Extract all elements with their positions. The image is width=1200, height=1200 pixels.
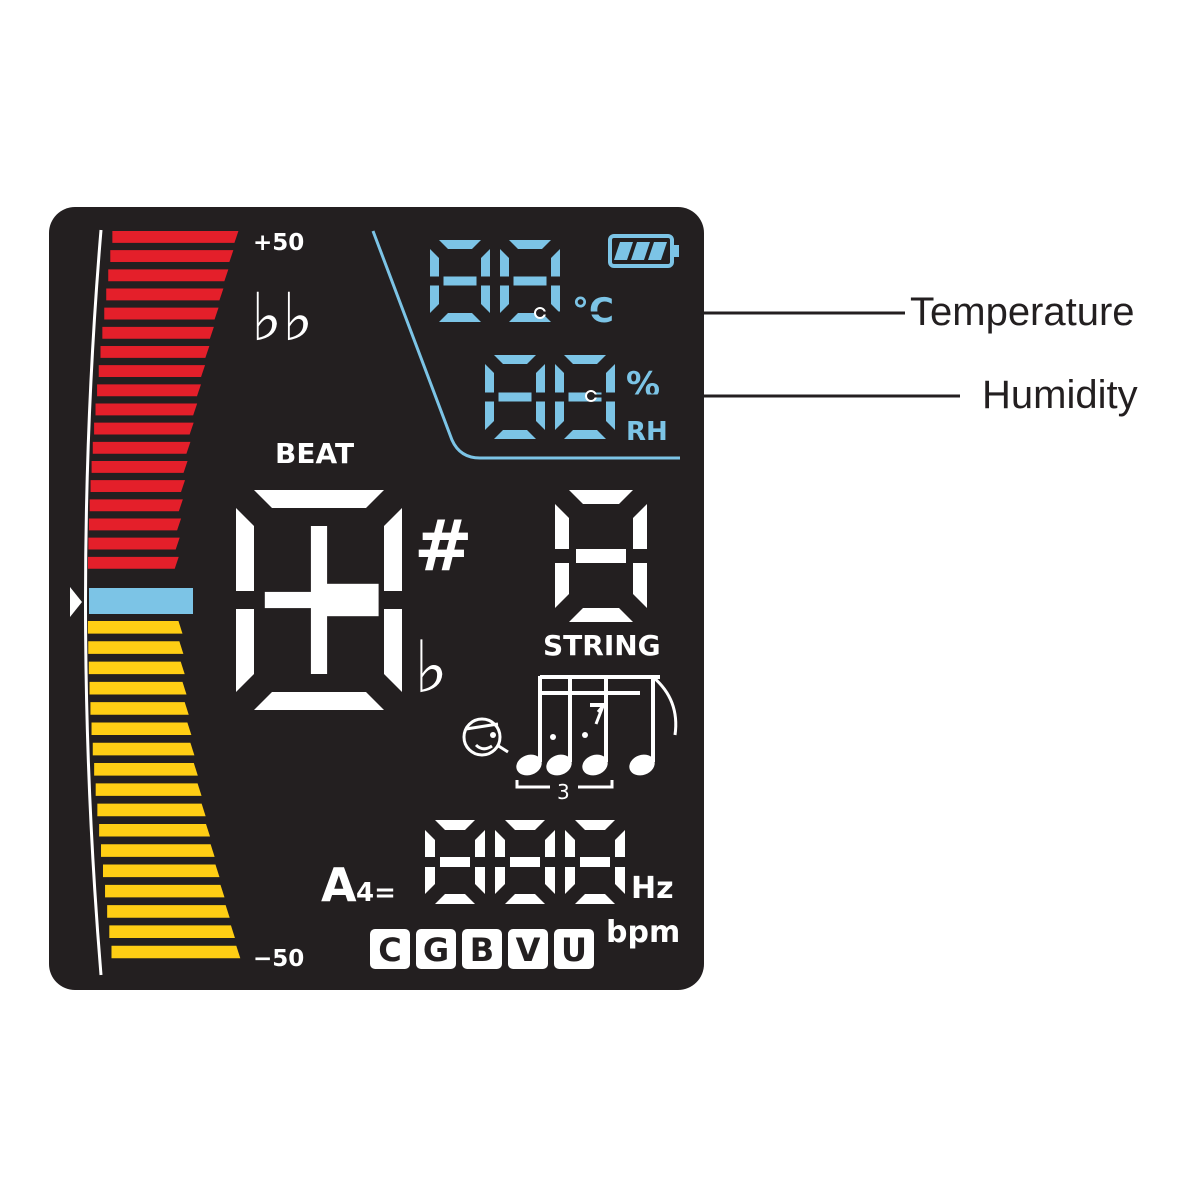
meter-guide-arc (84, 229, 103, 976)
a4-label: A (321, 858, 357, 912)
meter-bar-flat (102, 864, 220, 878)
meter-bar-sharp (94, 422, 194, 435)
meter-bar-flat (99, 823, 211, 837)
meter-bar-flat (92, 742, 195, 756)
meter-bar-sharp (88, 537, 180, 550)
segment-digit (500, 240, 560, 322)
meter-bar-flat (95, 783, 202, 796)
mode-badge-u: U (554, 929, 594, 969)
meter-bar-sharp (95, 403, 198, 416)
meter-bar-flat (111, 945, 241, 959)
mode-badge-label: U (561, 931, 587, 969)
mode-badge-label: C (378, 931, 401, 969)
segment-digit (555, 355, 615, 439)
meter-bar-sharp (91, 461, 188, 473)
meter-bar-flat (89, 681, 187, 695)
meter-bar-flat (88, 641, 184, 654)
segment-digit (495, 820, 555, 904)
meter-bar-flat (91, 722, 192, 736)
meter-bar-sharp (88, 518, 182, 531)
meter-bar-flat (88, 661, 185, 675)
meter-bar-flat (90, 702, 189, 715)
temperature-digits (430, 240, 560, 322)
segment-digit (555, 490, 647, 622)
triplet-label: 3 (557, 780, 570, 804)
meter-bar-flat (107, 905, 230, 918)
meter-bar-sharp (92, 441, 191, 454)
battery-icon (608, 234, 679, 268)
meter-bottom-label: −50 (253, 946, 304, 972)
meter-bar-flat (87, 621, 183, 634)
meter-bar-sharp (106, 288, 224, 301)
meter-bar-flat (97, 803, 206, 817)
rhythm-notes-icon (515, 675, 678, 789)
meter-bar-sharp (98, 365, 206, 378)
meter-bar-flat (109, 925, 235, 938)
meter-bar-sharp (102, 326, 214, 339)
mode-badge-v: V (508, 929, 548, 969)
segment-digit (236, 490, 402, 710)
a4-sub-label: 4= (356, 878, 396, 908)
segment-digit (430, 240, 490, 322)
temperature-callout-label: Temperature (910, 290, 1135, 334)
segment-digit (425, 820, 485, 904)
mode-badge-label: B (470, 931, 494, 969)
humidity-callout-label: Humidity (982, 373, 1138, 417)
meter-bar-sharp (97, 384, 201, 397)
string-label: STRING (543, 629, 661, 662)
meter-bar-sharp (90, 480, 186, 493)
tuning-meter-bars (87, 231, 241, 959)
meter-bar-sharp (100, 346, 210, 358)
meter-bar-sharp (108, 269, 229, 282)
meter-bar-sharp (112, 231, 239, 243)
meter-pointer-icon (70, 587, 82, 617)
hz-unit: Hz (631, 871, 674, 906)
meter-top-label: +50 (253, 230, 304, 256)
note-digit-display (236, 490, 402, 710)
sharp-symbol: # (414, 505, 473, 587)
meter-bar-flat (101, 844, 215, 857)
segment-digit (485, 355, 545, 439)
meter-bar-center (89, 588, 193, 614)
celsius-unit: °C (572, 291, 614, 331)
metronome-face-icon (462, 717, 509, 757)
climate-divider-line (371, 230, 680, 460)
string-digit-display (555, 490, 647, 622)
mode-badge-label: V (516, 931, 541, 969)
segment-digit (565, 820, 625, 904)
double-flat-symbol: ♭♭ (251, 279, 313, 356)
beat-label: BEAT (275, 437, 354, 470)
mode-badge-c: C (370, 929, 410, 969)
humidity-digits (485, 355, 615, 439)
rh-unit: RH (626, 417, 668, 447)
meter-bar-flat (105, 884, 225, 898)
meter-bar-sharp (87, 556, 179, 569)
mode-badge-b: B (462, 929, 502, 969)
mode-badge-label: G (423, 931, 449, 969)
pitch-digits (425, 820, 625, 904)
bpm-unit: bpm (606, 915, 680, 950)
meter-bar-sharp (110, 250, 234, 263)
flat-symbol: ♭ (414, 625, 448, 709)
meter-bar-flat (94, 763, 198, 776)
percent-unit: % (626, 365, 660, 405)
meter-bar-sharp (104, 307, 219, 320)
meter-bar-sharp (89, 499, 183, 512)
mode-badge-g: G (416, 929, 456, 969)
